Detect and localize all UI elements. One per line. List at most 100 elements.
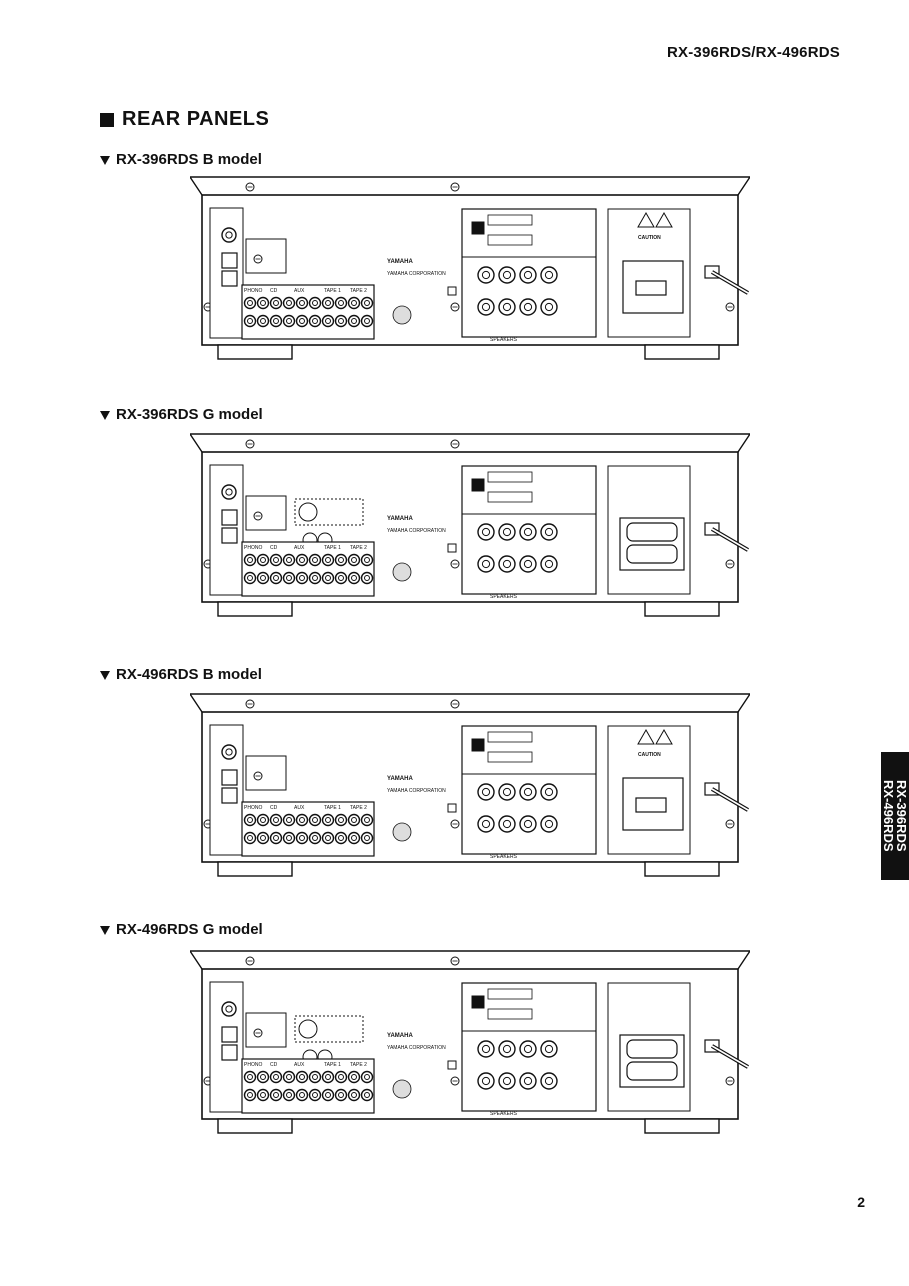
rca-jack-center-icon [273, 817, 279, 823]
rca-jack-icon [308, 571, 322, 585]
impedance-label [487, 731, 533, 743]
warning-triangle-icon [655, 211, 673, 228]
impedance-selector-icon [471, 478, 485, 492]
rca-jack-icon [269, 314, 283, 328]
rca-jack-center-icon [273, 1092, 279, 1098]
rca-jack-center-icon [325, 575, 331, 581]
rca-jack-icon [334, 1088, 348, 1102]
antenna-terminal-icon [221, 509, 238, 526]
rca-jack-center-icon [481, 270, 491, 280]
rca-jack-icon [269, 571, 283, 585]
rca-jack-center-icon [312, 575, 318, 581]
rca-jack-center-icon [481, 819, 491, 829]
rca-jack-icon [243, 813, 257, 827]
rca-jack-icon [282, 831, 296, 845]
rca-jack-center-icon [351, 835, 357, 841]
rca-jack-icon [347, 1070, 361, 1084]
chassis-left-bevel [190, 950, 203, 970]
rca-jack-center-icon [273, 575, 279, 581]
right-foot [644, 861, 720, 877]
rca-jack-icon [519, 555, 537, 573]
rca-jack-center-icon [351, 318, 357, 324]
jack-label: TAPE 2 [350, 545, 367, 551]
rca-jack-icon [477, 1072, 495, 1090]
euro-outlet-icon [626, 1039, 678, 1059]
rca-jack-center-icon [299, 300, 305, 306]
small-switch-icon [447, 803, 457, 813]
rca-jack-center-icon [502, 302, 512, 312]
rca-jack-center-icon [338, 575, 344, 581]
small-switch-icon [447, 543, 457, 553]
antenna-terminal-icon [221, 527, 238, 544]
rca-jack-icon [256, 296, 270, 310]
rca-jack-center-icon [325, 300, 331, 306]
rca-jack-icon [221, 227, 237, 243]
rca-jack-center-icon [364, 835, 370, 841]
rca-jack-center-icon [502, 819, 512, 829]
impedance-label [487, 214, 533, 226]
rca-jack-icon [540, 783, 558, 801]
rca-jack-center-icon [481, 1044, 491, 1054]
rca-jack-center-icon [351, 575, 357, 581]
rca-jack-center-icon [325, 1074, 331, 1080]
rca-jack-center-icon [523, 1076, 533, 1086]
rca-jack-center-icon [338, 318, 344, 324]
rca-jack-icon [477, 298, 495, 316]
rca-jack-center-icon [481, 302, 491, 312]
rca-jack-center-icon [312, 835, 318, 841]
rca-jack-center-icon [544, 1044, 554, 1054]
jack-label: TAPE 1 [324, 805, 341, 811]
rca-jack-center-icon [225, 1005, 233, 1013]
rca-jack-center-icon [544, 302, 554, 312]
left-foot [217, 601, 293, 617]
jack-label: TAPE 1 [324, 545, 341, 551]
rca-jack-icon [243, 1070, 257, 1084]
ac-outlet-icon [635, 797, 667, 813]
rca-jack-center-icon [299, 1092, 305, 1098]
rca-jack-center-icon [325, 835, 331, 841]
rca-jack-center-icon [325, 817, 331, 823]
rca-jack-icon [360, 553, 374, 567]
rca-jack-icon [321, 314, 335, 328]
rca-jack-center-icon [260, 1092, 266, 1098]
rca-jack-icon [334, 553, 348, 567]
caution-label: CAUTION [638, 235, 661, 241]
rca-jack-icon [519, 266, 537, 284]
rca-jack-icon [308, 1088, 322, 1102]
triangle-bullet-icon [100, 156, 110, 165]
rca-jack-center-icon [502, 270, 512, 280]
vde-mark-icon [298, 1019, 318, 1039]
rca-jack-icon [321, 571, 335, 585]
left-foot [217, 861, 293, 877]
rca-jack-icon [308, 1070, 322, 1084]
rca-jack-icon [243, 571, 257, 585]
rca-jack-icon [540, 298, 558, 316]
speakers-label: SPEAKERS [490, 594, 518, 600]
jack-label: TAPE 2 [350, 288, 367, 294]
jack-label: TAPE 2 [350, 1062, 367, 1068]
rca-jack-icon [321, 1070, 335, 1084]
rca-jack-icon [256, 813, 270, 827]
rca-jack-icon [477, 266, 495, 284]
rca-jack-center-icon [225, 748, 233, 756]
brand-label: YAMAHA [387, 1033, 413, 1039]
rca-jack-center-icon [260, 557, 266, 563]
rca-jack-center-icon [312, 318, 318, 324]
corporation-label: YAMAHA CORPORATION [387, 1045, 446, 1051]
rca-jack-icon [540, 555, 558, 573]
model-heading-1: RX-396RDS B model [100, 151, 262, 168]
rca-jack-center-icon [247, 817, 253, 823]
rca-jack-icon [221, 1001, 237, 1017]
rca-jack-icon [321, 813, 335, 827]
rca-jack-center-icon [338, 557, 344, 563]
jack-label: CD [270, 288, 278, 294]
rca-jack-icon [477, 815, 495, 833]
rca-jack-icon [540, 1072, 558, 1090]
vent-grille-icon [392, 1079, 412, 1099]
rca-jack-center-icon [273, 1074, 279, 1080]
power-cord-inner-icon [711, 271, 749, 294]
section-title-text: REAR PANELS [122, 108, 270, 130]
